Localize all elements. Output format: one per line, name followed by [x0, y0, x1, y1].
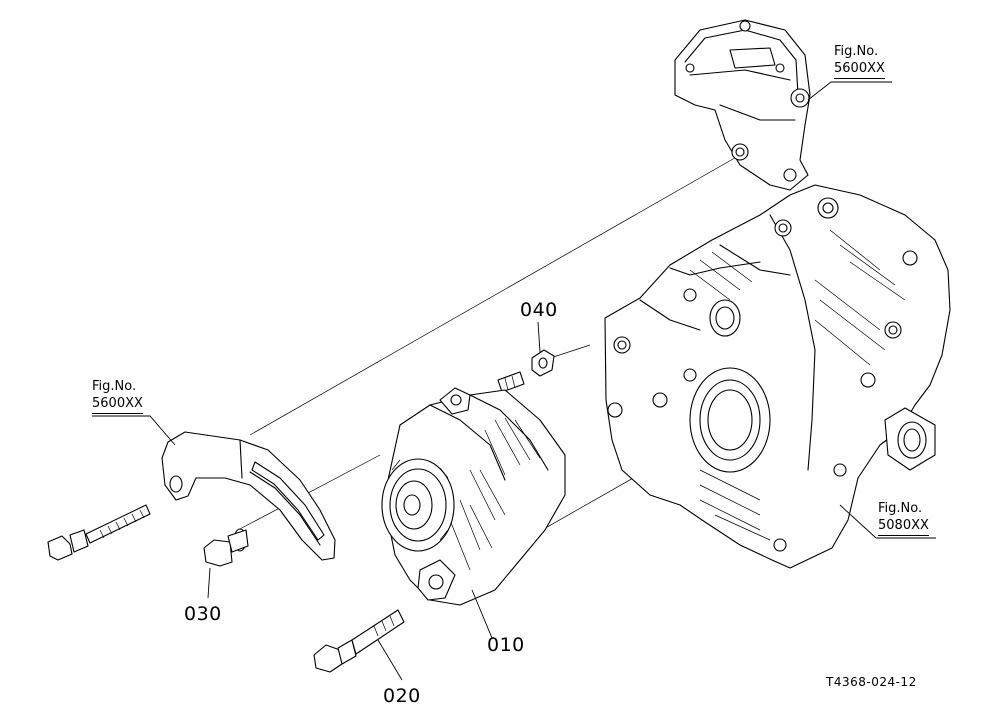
callout-leaders	[92, 81, 936, 681]
figure-ref-label: Fig.No.	[92, 379, 137, 394]
part-number-020: 020	[383, 685, 421, 707]
part-number-030: 030	[184, 603, 222, 625]
engine-gear-case	[604, 184, 951, 569]
adjusting-bracket	[161, 431, 336, 561]
alternator-010	[381, 387, 566, 606]
figure-ref-label: Fig.No.	[878, 501, 923, 516]
figure-ref-number: 5600XX	[92, 395, 143, 414]
part-number-040: 040	[520, 299, 558, 321]
figure-ref-left: Fig.No. 5600XX	[92, 378, 143, 414]
drawing-code: T4368-024-12	[826, 675, 917, 689]
figure-ref-right: Fig.No. 5080XX	[878, 500, 929, 536]
figure-ref-top-right: Fig.No. 5600XX	[834, 43, 885, 79]
figure-ref-number: 5600XX	[834, 60, 885, 79]
figure-ref-number: 5080XX	[878, 517, 929, 536]
pivot-bolt-030	[203, 528, 249, 567]
figure-ref-label: Fig.No.	[834, 44, 879, 59]
upper-bracket	[674, 19, 811, 191]
part-number-010: 010	[487, 634, 525, 656]
nut-040	[497, 349, 555, 393]
long-bolt-020	[313, 609, 405, 673]
long-bolt	[47, 504, 151, 561]
